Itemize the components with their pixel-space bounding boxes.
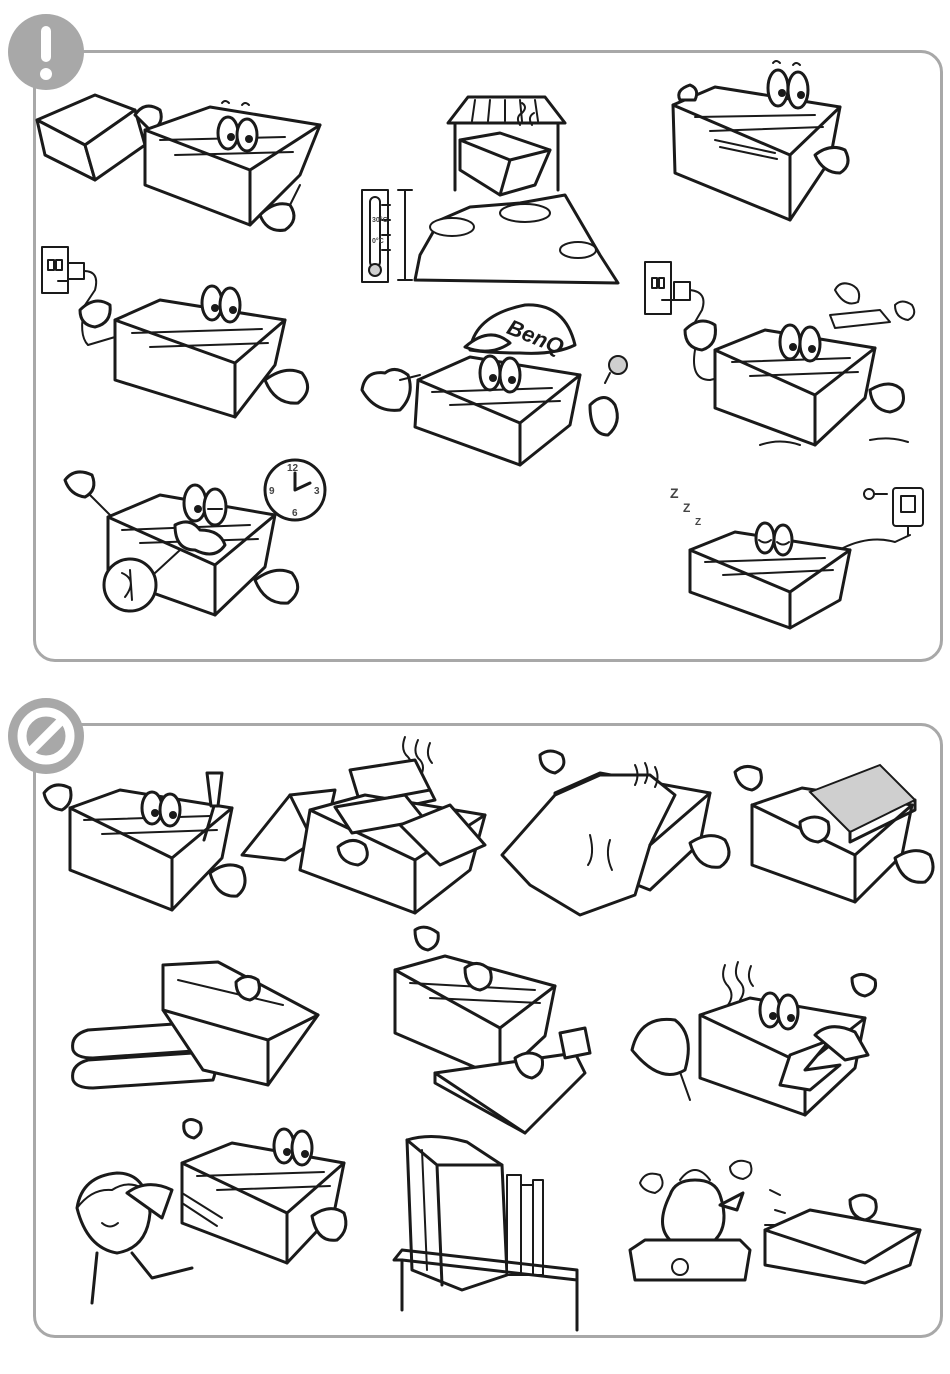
illustration-no-vent-blocking xyxy=(630,960,885,1120)
illustration-temperature-altitude: 30°C 0°C xyxy=(360,95,630,290)
illustration-no-vertical-use xyxy=(392,1130,582,1330)
clock-6: 6 xyxy=(292,508,298,519)
person-icon xyxy=(77,1173,192,1303)
prohibition-icon xyxy=(8,698,84,774)
illustration-no-soft-surface xyxy=(68,960,318,1095)
power-plug-icon xyxy=(674,282,704,322)
wall-outlet-icon xyxy=(42,247,68,293)
sleep-z3: Z xyxy=(695,517,701,528)
illustration-no-disassemble xyxy=(42,768,252,913)
clock-icon: 12 3 6 9 xyxy=(265,460,325,520)
clock-3: 3 xyxy=(314,486,320,497)
illustration-lens-cap: BenQ xyxy=(360,295,635,470)
cap-icon: BenQ xyxy=(465,305,575,360)
illustration-read-manual xyxy=(35,75,325,235)
illustration-no-covering xyxy=(500,745,745,915)
stove-icon xyxy=(630,1240,750,1280)
illustration-cooling-time: 12 3 6 9 xyxy=(60,455,330,625)
thermometer-lower-label: 0°C xyxy=(372,237,384,245)
thermometer-icon: 30°C 0°C xyxy=(362,190,390,282)
illustration-lens-light xyxy=(665,55,865,225)
open-book-icon xyxy=(37,95,145,180)
illustration-no-stare-lens xyxy=(72,1118,352,1308)
kettle-icon xyxy=(640,1161,751,1240)
thermometer-upper-label: 30°C xyxy=(372,216,388,224)
fan-icon xyxy=(104,559,156,611)
power-plug-icon xyxy=(68,263,96,305)
sleep-z2: Z xyxy=(683,501,690,515)
illustration-no-tilt xyxy=(390,928,615,1133)
clock-9: 9 xyxy=(269,486,275,497)
key-icon xyxy=(864,489,887,499)
power-adapter-icon xyxy=(893,488,923,535)
hand-fan-icon xyxy=(632,1019,690,1100)
illustration-no-heavy-objects xyxy=(240,735,500,915)
illustration-unplug-steam xyxy=(640,260,930,455)
clock-12: 12 xyxy=(287,463,299,474)
illustration-unplug xyxy=(40,245,320,420)
books-icon xyxy=(507,1175,543,1275)
illustration-standby-adapter: Z Z Z xyxy=(665,480,930,630)
sleep-z1: Z xyxy=(670,485,679,501)
illustration-no-book-on-top xyxy=(730,760,940,905)
illustration-no-heat-source xyxy=(625,1155,930,1285)
wall-outlet-icon xyxy=(645,262,671,314)
